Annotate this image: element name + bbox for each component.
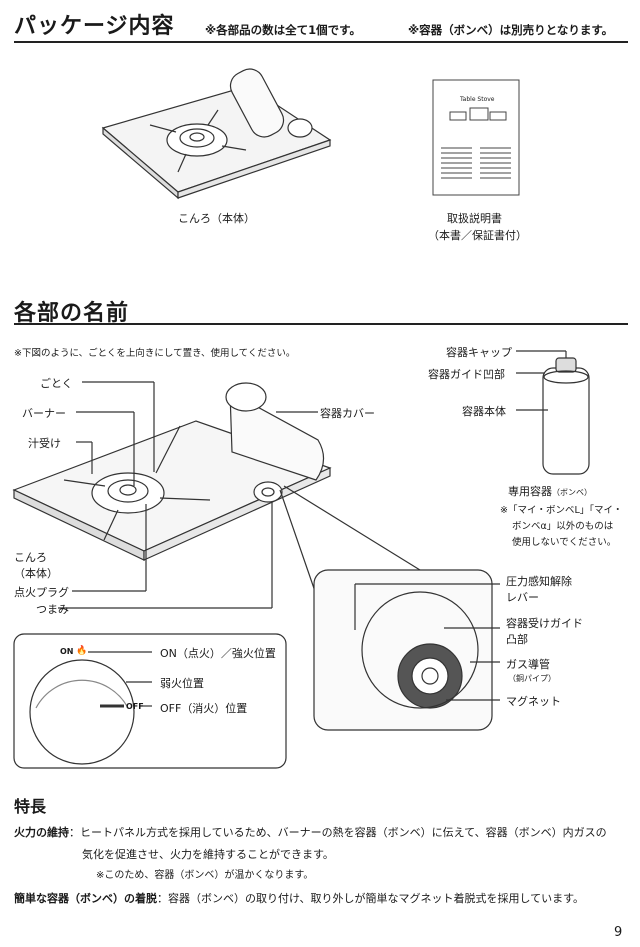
label-stove: こんろ bbox=[14, 551, 47, 564]
parts-instruction: ※下図のように、ごとくを上向きにして置き、使用してください。 bbox=[14, 348, 296, 359]
flame-icon: 🔥 bbox=[76, 646, 88, 656]
label-can-cap: 容器キャップ bbox=[446, 346, 512, 359]
label-pressure-lever-2: レバー bbox=[506, 591, 539, 604]
label-container-cover: 容器カバー bbox=[320, 407, 375, 420]
knob-on-mark: ON bbox=[60, 647, 74, 656]
feature-1-text-2: 気化を促進させ、火力を維持することができます。 bbox=[82, 848, 334, 861]
label-dedicated-can: 専用容器（ボンベ） bbox=[508, 483, 592, 499]
label-stove-sub: （本体） bbox=[14, 567, 58, 580]
label-pressure-lever: 圧力感知解除 bbox=[506, 575, 572, 588]
label-guide-boss: 容器受けガイド bbox=[506, 617, 583, 630]
feature-2-head: 簡単な容器（ボンベ）の着脱 bbox=[14, 892, 157, 905]
label-can-body: 容器本体 bbox=[462, 405, 506, 418]
can-note-1: ※「マイ・ボンベL」「マイ・ bbox=[500, 505, 623, 516]
features-title: 特長 bbox=[14, 797, 47, 816]
page-number: 9 bbox=[614, 925, 623, 940]
knob-off-mark: OFF bbox=[126, 702, 144, 711]
feature-1-head: 火力の維持 bbox=[14, 826, 69, 839]
parts-title: 各部の名前 bbox=[14, 301, 130, 326]
feature-2: 簡単な容器（ボンベ）の着脱：容器（ボンベ）の取り付け、取り外しが簡単なマグネット… bbox=[14, 890, 584, 906]
title-rule bbox=[14, 41, 628, 43]
package-note-canister: ※容器（ボンベ）は別売りとなります。 bbox=[408, 23, 614, 37]
feature-1-text-1: ：ヒートパネル方式を採用しているため、バーナーの熱を容器（ボンベ）に伝えて、容器… bbox=[69, 826, 607, 839]
parts-rule bbox=[14, 323, 628, 325]
label-gas-pipe-sub: （銅パイプ） bbox=[508, 674, 556, 683]
manual-cover-title: Table Stove bbox=[460, 96, 495, 103]
feature-2-text: ：容器（ボンベ）の取り付け、取り外しが簡単なマグネット着脱式を採用しています。 bbox=[157, 892, 585, 905]
knob-off-label: OFF（消火）位置 bbox=[160, 702, 248, 715]
can-note-2: ボンベα」以外のものは bbox=[512, 521, 614, 532]
package-manual-sublabel: （本書／保証書付） bbox=[428, 229, 527, 242]
label-gotoku: ごとく bbox=[40, 377, 73, 390]
label-drip-tray: 汁受け bbox=[28, 437, 61, 450]
label-guide-boss-2: 凸部 bbox=[506, 633, 528, 646]
dedicated-can-text: 専用容器 bbox=[508, 485, 552, 498]
package-stove-label: こんろ（本体） bbox=[178, 212, 255, 225]
feature-1-text-3: ※このため、容器（ボンベ）が温かくなります。 bbox=[96, 870, 314, 881]
package-manual-label: 取扱説明書 bbox=[447, 212, 502, 225]
package-title: パッケージ内容 bbox=[14, 14, 175, 39]
knob-low-label: 弱火位置 bbox=[160, 677, 204, 690]
feature-1: 火力の維持：ヒートパネル方式を採用しているため、バーナーの熱を容器（ボンベ）に伝… bbox=[14, 824, 607, 840]
label-magnet: マグネット bbox=[506, 695, 561, 708]
dedicated-can-sub: （ボンベ） bbox=[552, 488, 592, 497]
label-gas-pipe: ガス導管 bbox=[506, 658, 550, 671]
label-igniter-plug: 点火プラグ bbox=[14, 586, 69, 599]
can-note-3: 使用しないでください。 bbox=[512, 537, 617, 548]
package-note-count: ※各部品の数は全て1個です。 bbox=[205, 23, 362, 37]
label-burner: バーナー bbox=[22, 407, 66, 420]
knob-on-label: ON（点火）／強火位置 bbox=[160, 647, 276, 660]
label-knob: つまみ bbox=[36, 603, 69, 616]
label-can-guide: 容器ガイド凹部 bbox=[428, 368, 505, 381]
